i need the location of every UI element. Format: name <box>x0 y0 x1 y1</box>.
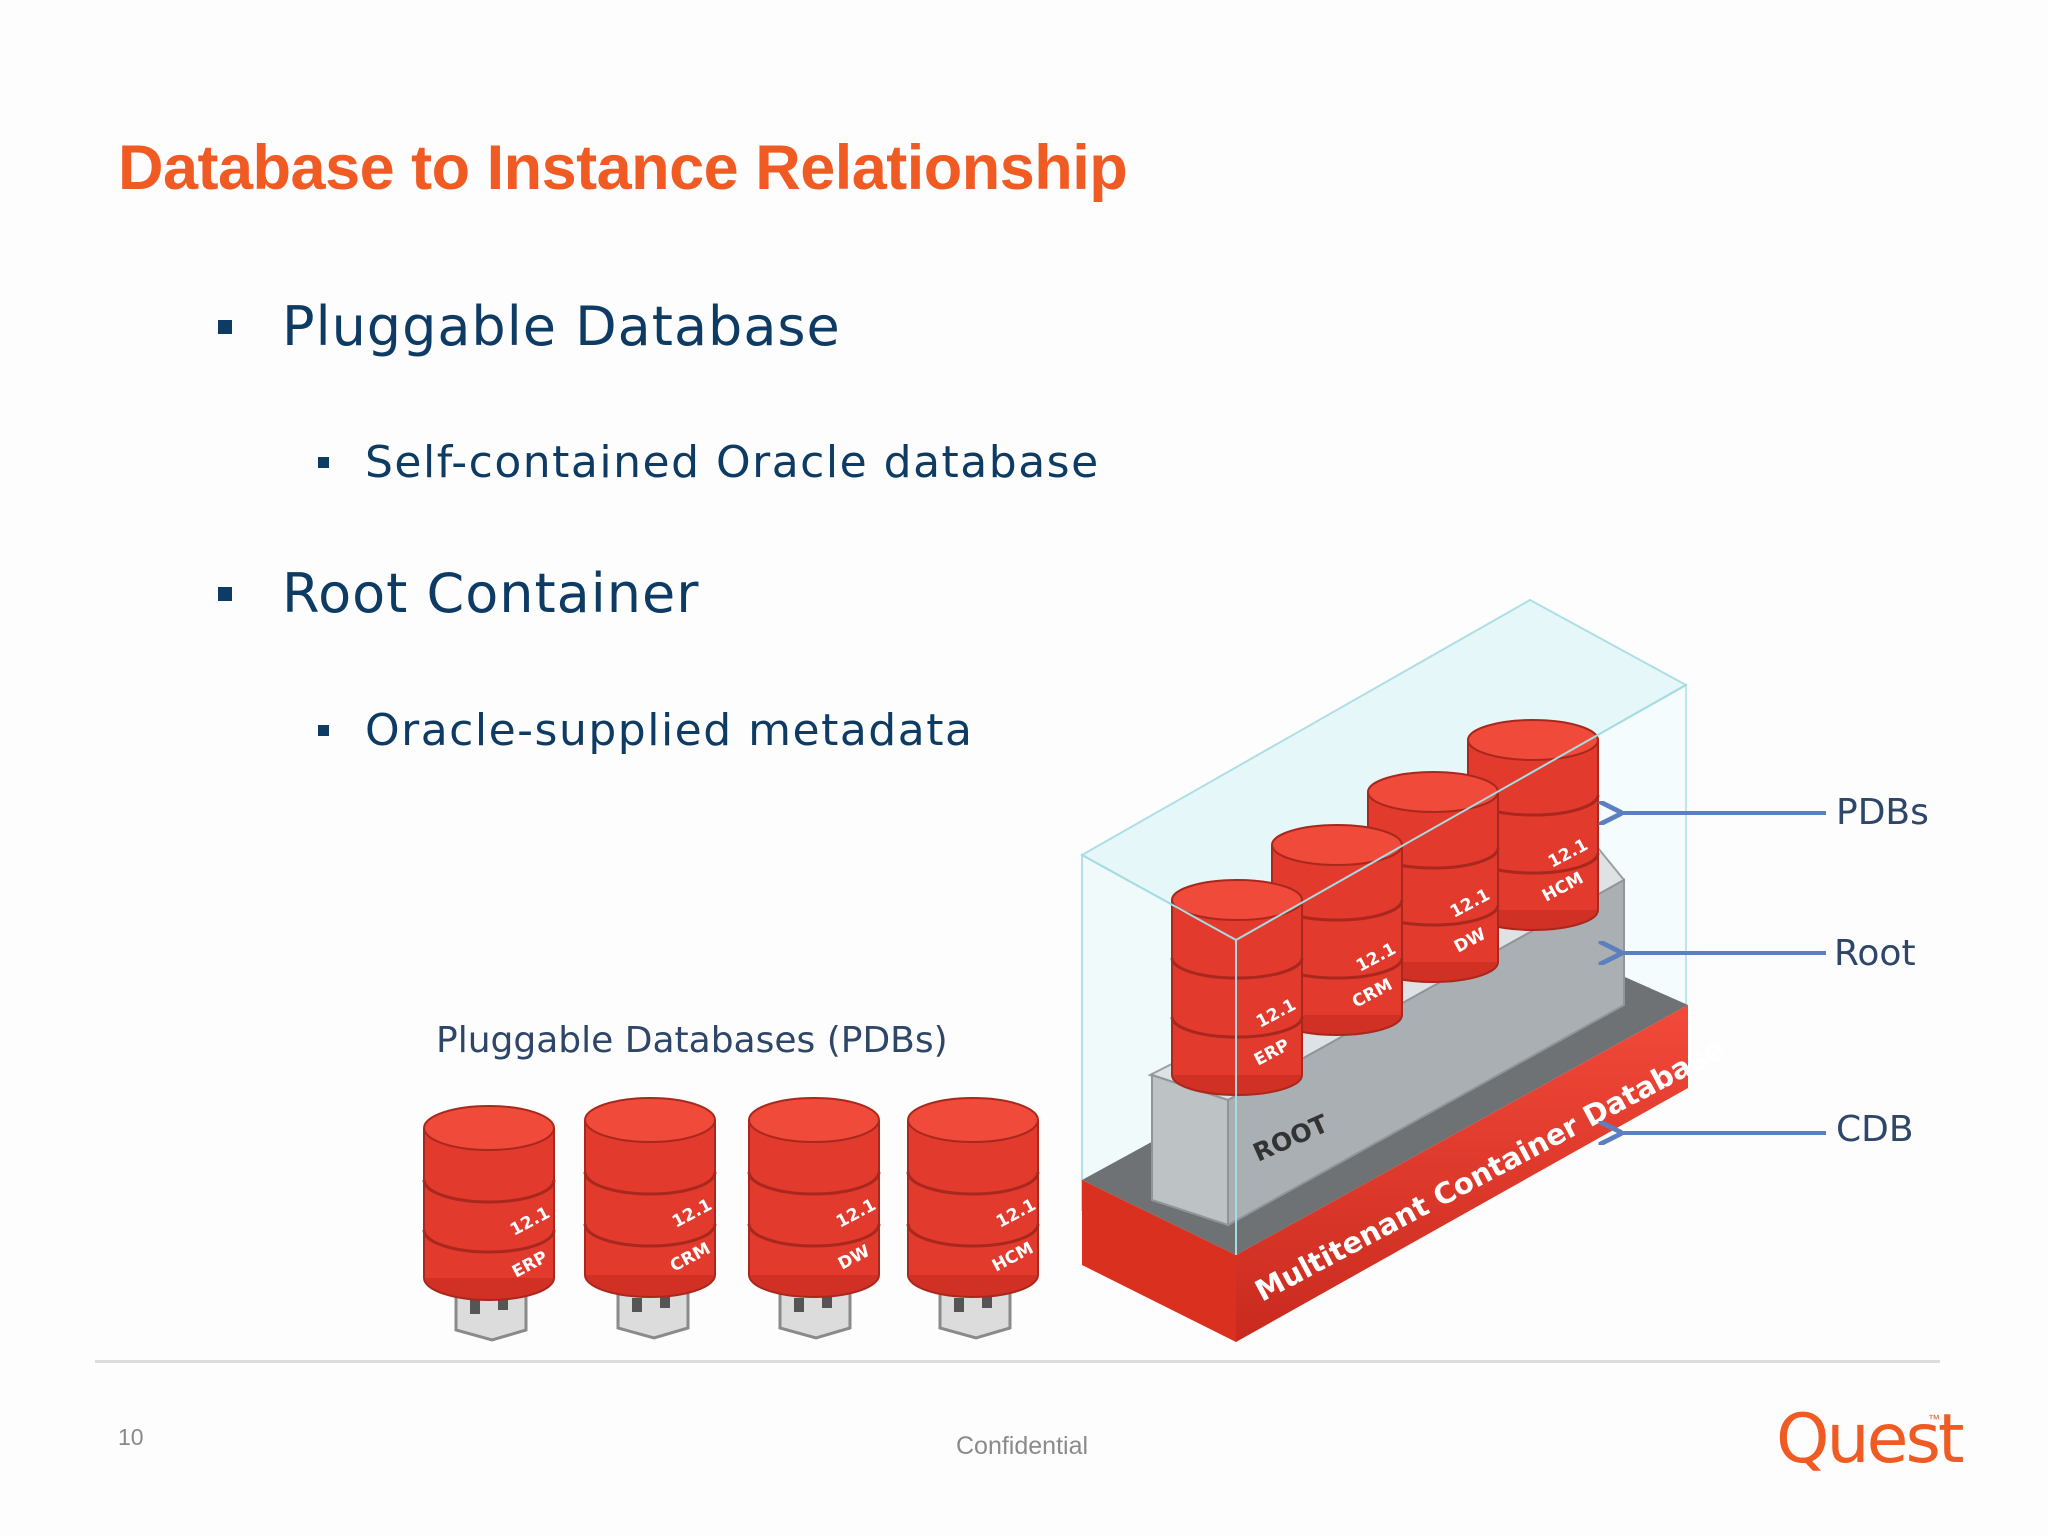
bullet-square-icon <box>318 725 329 736</box>
pdb-usb-dw: 12.1 DW <box>747 1097 881 1340</box>
quest-logo-tm: ™ <box>1928 1412 1940 1426</box>
bullet-square-icon <box>318 457 329 468</box>
arrow-label-root: Root <box>1834 933 1916 974</box>
pdb-usb-hcm: 12.1 HCM <box>906 1097 1040 1340</box>
page-number: 10 <box>118 1424 144 1450</box>
bullet-square-icon <box>218 319 232 334</box>
pdbs-caption: Pluggable Databases (PDBs) <box>436 1020 948 1061</box>
bullet-square-icon <box>218 586 232 601</box>
slide-title: Database to Instance Relationship <box>118 133 1128 203</box>
bullet-text: Pluggable Database <box>282 295 841 358</box>
sub-bullet-oracle-metadata: Oracle-supplied metadata <box>318 705 973 756</box>
sub-bullet-self-contained: Self-contained Oracle database <box>318 437 1100 488</box>
footer-divider <box>95 1360 1940 1363</box>
sub-bullet-text: Self-contained Oracle database <box>365 437 1100 488</box>
quest-logo: Quest <box>1776 1400 1965 1479</box>
bullet-text: Root Container <box>282 562 700 625</box>
arrow-label-pdbs: PDBs <box>1836 792 1929 833</box>
arrow-label-cdb: CDB <box>1836 1109 1914 1150</box>
confidential-label: Confidential <box>956 1432 1089 1460</box>
pdb-usb-crm: 12.1 CRM <box>583 1097 717 1340</box>
bullet-root-container: Root Container <box>218 562 699 625</box>
bullet-pluggable-database: Pluggable Database <box>218 295 841 358</box>
pdb-usb-erp: 12.1 ERP <box>422 1105 556 1342</box>
container-glass-edges <box>1081 684 1687 1255</box>
sub-bullet-text: Oracle-supplied metadata <box>365 705 974 756</box>
